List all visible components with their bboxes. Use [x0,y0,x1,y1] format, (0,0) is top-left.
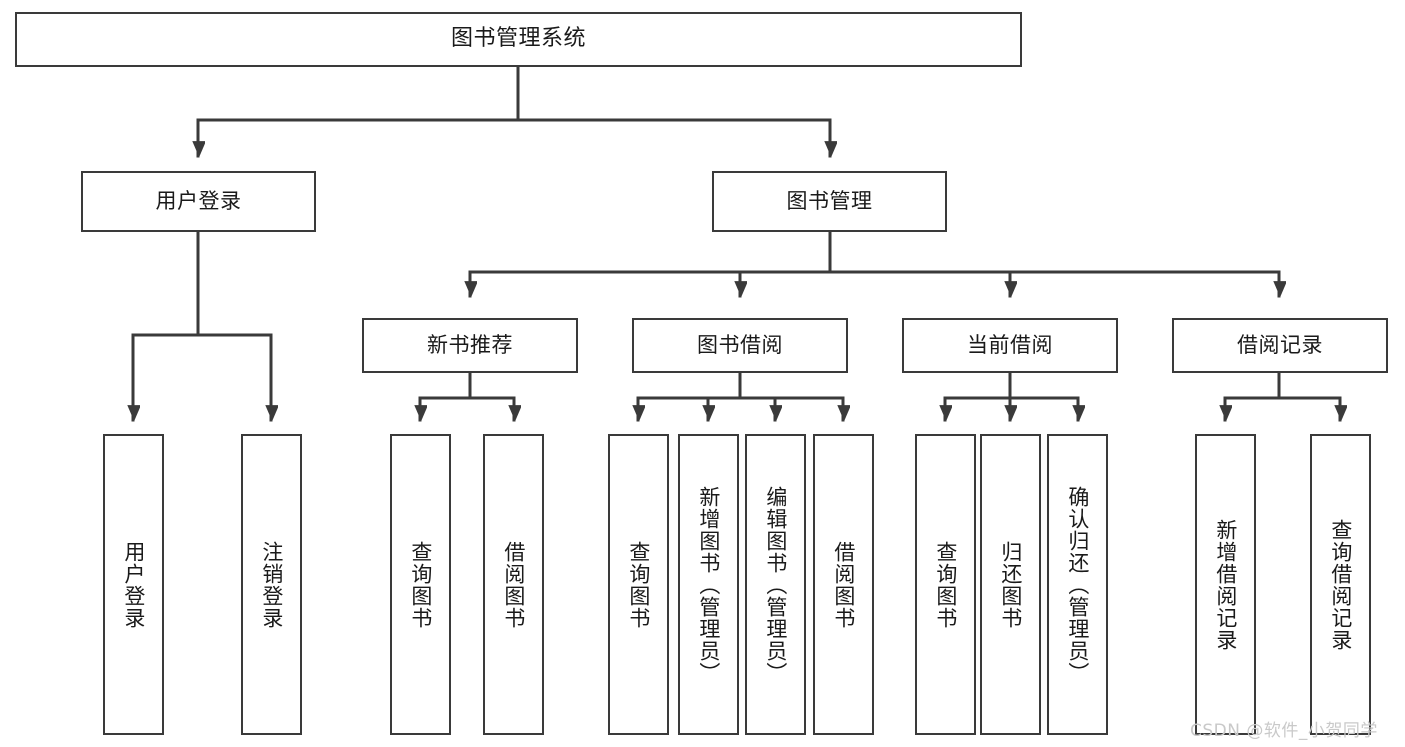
leaf-record-query-record[interactable]: 查询借阅记录 [1310,434,1371,735]
node-label: 查询图书 [626,540,651,629]
node-label: 当前借阅 [967,332,1053,357]
node-label: 借阅图书 [501,540,526,629]
leaf-borrow-edit-book[interactable]: 编辑图书（管理员） [745,434,806,735]
node-label: 用户登录 [155,188,242,213]
node-book-management[interactable]: 图书管理 [712,171,947,232]
node-label: 编辑图书（管理员） [763,485,788,684]
node-label: 确认归还（管理员） [1065,485,1090,684]
leaf-borrow-query-book[interactable]: 查询图书 [608,434,669,735]
leaf-recommend-query-book[interactable]: 查询图书 [390,434,451,735]
node-label: 新增借阅记录 [1213,518,1238,651]
leaf-user-login-logout[interactable]: 注销登录 [241,434,302,735]
node-label: 注销登录 [259,540,284,629]
node-user-login[interactable]: 用户登录 [81,171,316,232]
leaf-record-add-record[interactable]: 新增借阅记录 [1195,434,1256,735]
node-label: 借阅记录 [1237,332,1323,357]
node-book-borrow[interactable]: 图书借阅 [632,318,848,373]
node-label: 查询图书 [933,540,958,629]
node-label: 归还图书 [998,540,1023,629]
node-label: 新增图书（管理员） [696,485,721,684]
node-label: 查询图书 [408,540,433,629]
leaf-current-confirm-return[interactable]: 确认归还（管理员） [1047,434,1108,735]
node-label: 新书推荐 [427,332,513,357]
node-label: 图书管理系统 [450,26,586,52]
leaf-current-return-book[interactable]: 归还图书 [980,434,1041,735]
leaf-user-login-login[interactable]: 用户登录 [103,434,164,735]
leaf-current-query-book[interactable]: 查询图书 [915,434,976,735]
node-label: 图书借阅 [697,332,783,357]
node-label: 查询借阅记录 [1328,518,1353,651]
node-label: 借阅图书 [831,540,856,629]
node-root-system[interactable]: 图书管理系统 [15,12,1022,67]
node-current-borrow[interactable]: 当前借阅 [902,318,1118,373]
leaf-borrow-borrow-book[interactable]: 借阅图书 [813,434,874,735]
leaf-borrow-add-book[interactable]: 新增图书（管理员） [678,434,739,735]
node-new-book-recommend[interactable]: 新书推荐 [362,318,578,373]
node-label: 用户登录 [121,540,146,629]
node-borrow-record[interactable]: 借阅记录 [1172,318,1388,373]
node-label: 图书管理 [786,188,873,213]
leaf-recommend-borrow-book[interactable]: 借阅图书 [483,434,544,735]
